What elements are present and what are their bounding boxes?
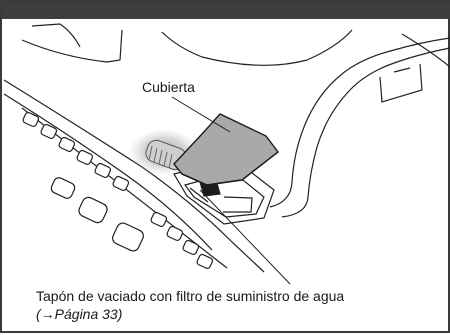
drain-plug-label: Tapón de vaciado con filtro de suministr… — [36, 288, 345, 304]
page-reference: (→Página 33) — [36, 306, 123, 322]
panel-button — [22, 111, 40, 128]
panel-button — [150, 211, 168, 228]
panel-button — [58, 136, 76, 153]
panel-button — [76, 149, 94, 166]
panel-button — [182, 239, 200, 256]
header-bar — [2, 2, 450, 19]
cover-lid — [173, 113, 279, 186]
cover-leader-line — [171, 96, 231, 133]
plug-leader-line — [199, 189, 291, 285]
panel-button — [94, 162, 112, 179]
panel-button — [112, 175, 130, 192]
drain-plug-caption: Tapón de vaciado con filtro de suministr… — [36, 287, 344, 323]
body-top-contour — [21, 23, 450, 68]
control-buttons — [22, 111, 214, 270]
panel-button — [196, 253, 214, 270]
panel-button — [40, 123, 58, 140]
panel-button — [166, 225, 184, 242]
panel-button-large — [50, 177, 76, 199]
right-housing — [269, 37, 450, 218]
leader-lines — [171, 96, 291, 285]
cover-label: Cubierta — [142, 79, 195, 95]
panel-button-large — [112, 222, 144, 252]
panel-button-large — [78, 196, 108, 224]
